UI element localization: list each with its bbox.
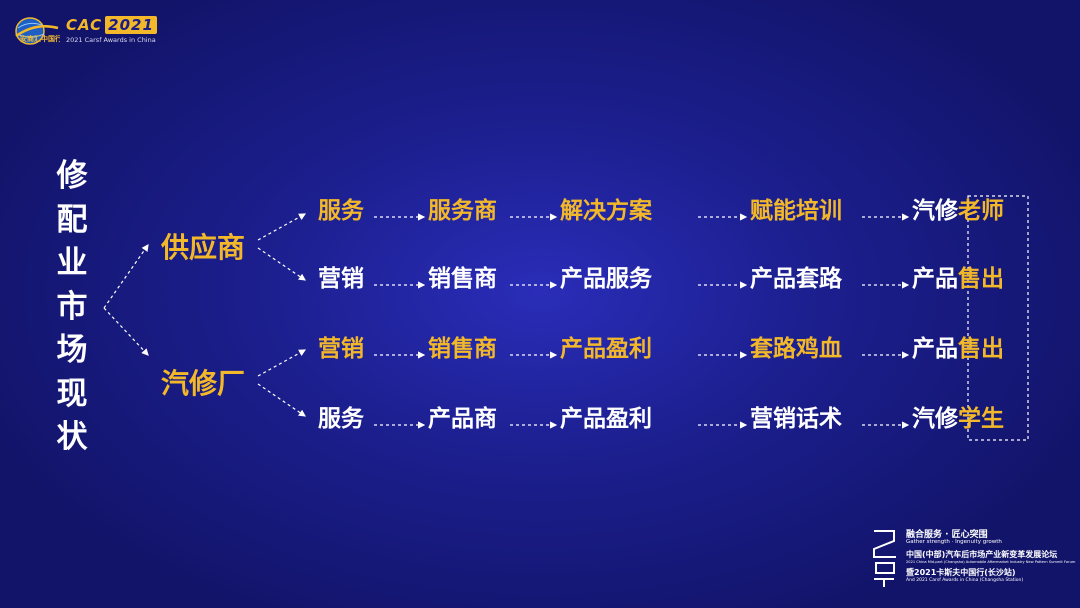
row-1-col-5-head: 汽修 [912, 197, 958, 224]
highlight-box [967, 195, 1029, 441]
badge-subtitle: 2021 Carsf Awards in China [66, 36, 156, 44]
row-1-col-5-tail: 老师 [958, 197, 1004, 224]
event-station-en: And 2021 Carsf Awards in China (Changsha… [906, 578, 1024, 583]
title-char: 修 [56, 158, 88, 194]
row-2-col-5-head: 产品 [912, 265, 958, 292]
event-station: 暨2021卡斯夫中国行(长沙站) [906, 568, 1016, 577]
title-char: 现 [56, 375, 88, 412]
event-forum-title-en: 2021 China Mid-part (Changsha) Automobil… [906, 560, 1076, 564]
row-4-col-3: 产品盈利 [560, 405, 652, 432]
arrow-line [257, 383, 306, 417]
row-2-col-2: 销售商 [428, 265, 497, 292]
vertical-title: 修 配 业 市 场 现 状 [52, 155, 92, 460]
row-2-col-5-tail: 售出 [958, 265, 1004, 292]
row-4-col-5-head: 汽修 [912, 405, 958, 432]
row-3-col-3: 产品盈利 [560, 335, 652, 362]
title-char: 场 [56, 332, 88, 368]
row-2-col-3: 产品服务 [560, 265, 652, 292]
title-char: 业 [56, 245, 88, 281]
row-4-col-1: 服务 [318, 405, 364, 432]
arrow-line [257, 247, 306, 281]
row-2-col-5: 产品售出 [912, 264, 1004, 294]
arrow-line [103, 244, 149, 309]
row-3-col-5-head: 产品 [912, 335, 958, 362]
row-4-col-5-tail: 学生 [958, 405, 1004, 432]
row-1-col-1: 服务 [318, 197, 364, 224]
row-1-col-2: 服务商 [428, 197, 497, 224]
row-4-col-2: 产品商 [428, 405, 497, 432]
row-3-col-2: 销售商 [428, 335, 497, 362]
row-1-col-5: 汽修老师 [912, 196, 1004, 226]
row-3-col-5-tail: 售出 [958, 335, 1004, 362]
branch-supplier: 供应商 [161, 231, 246, 264]
row-3-col-4: 套路鸡血 [750, 335, 842, 362]
row-4-col-5: 汽修学生 [912, 404, 1004, 434]
arrow-line [103, 307, 149, 356]
row-4-col-4: 营销话术 [750, 405, 842, 432]
event-2021-logo-icon [873, 530, 896, 587]
logo-mark-text: 安商汇中国行 [20, 34, 60, 43]
row-2-col-4: 产品套路 [750, 265, 842, 292]
title-char: 配 [56, 201, 88, 238]
row-3-col-1: 营销 [318, 335, 364, 362]
globe-logo-icon: 安商汇中国行 [15, 17, 60, 45]
branch-repair-shop: 汽修厂 [161, 367, 246, 400]
event-slogan-en: Gather strength · Ingenuity growth [906, 539, 1002, 545]
event-forum-title: 中国(中部)汽车后市场产业新变革发展论坛 [906, 550, 1058, 559]
row-2-col-1: 营销 [318, 265, 364, 292]
row-3-col-5: 产品售出 [912, 334, 1004, 364]
event-info: 融合服务 · 匠心突围 Gather strength · Ingenuity … [868, 527, 1078, 607]
row-1-col-4: 赋能培训 [750, 197, 842, 224]
title-char: 状 [56, 419, 88, 455]
event-slogan: 融合服务 · 匠心突围 [906, 530, 988, 540]
row-1-col-3: 解决方案 [560, 197, 652, 224]
arrow-line [257, 213, 307, 241]
title-char: 市 [56, 288, 88, 325]
arrow-line [257, 349, 307, 377]
